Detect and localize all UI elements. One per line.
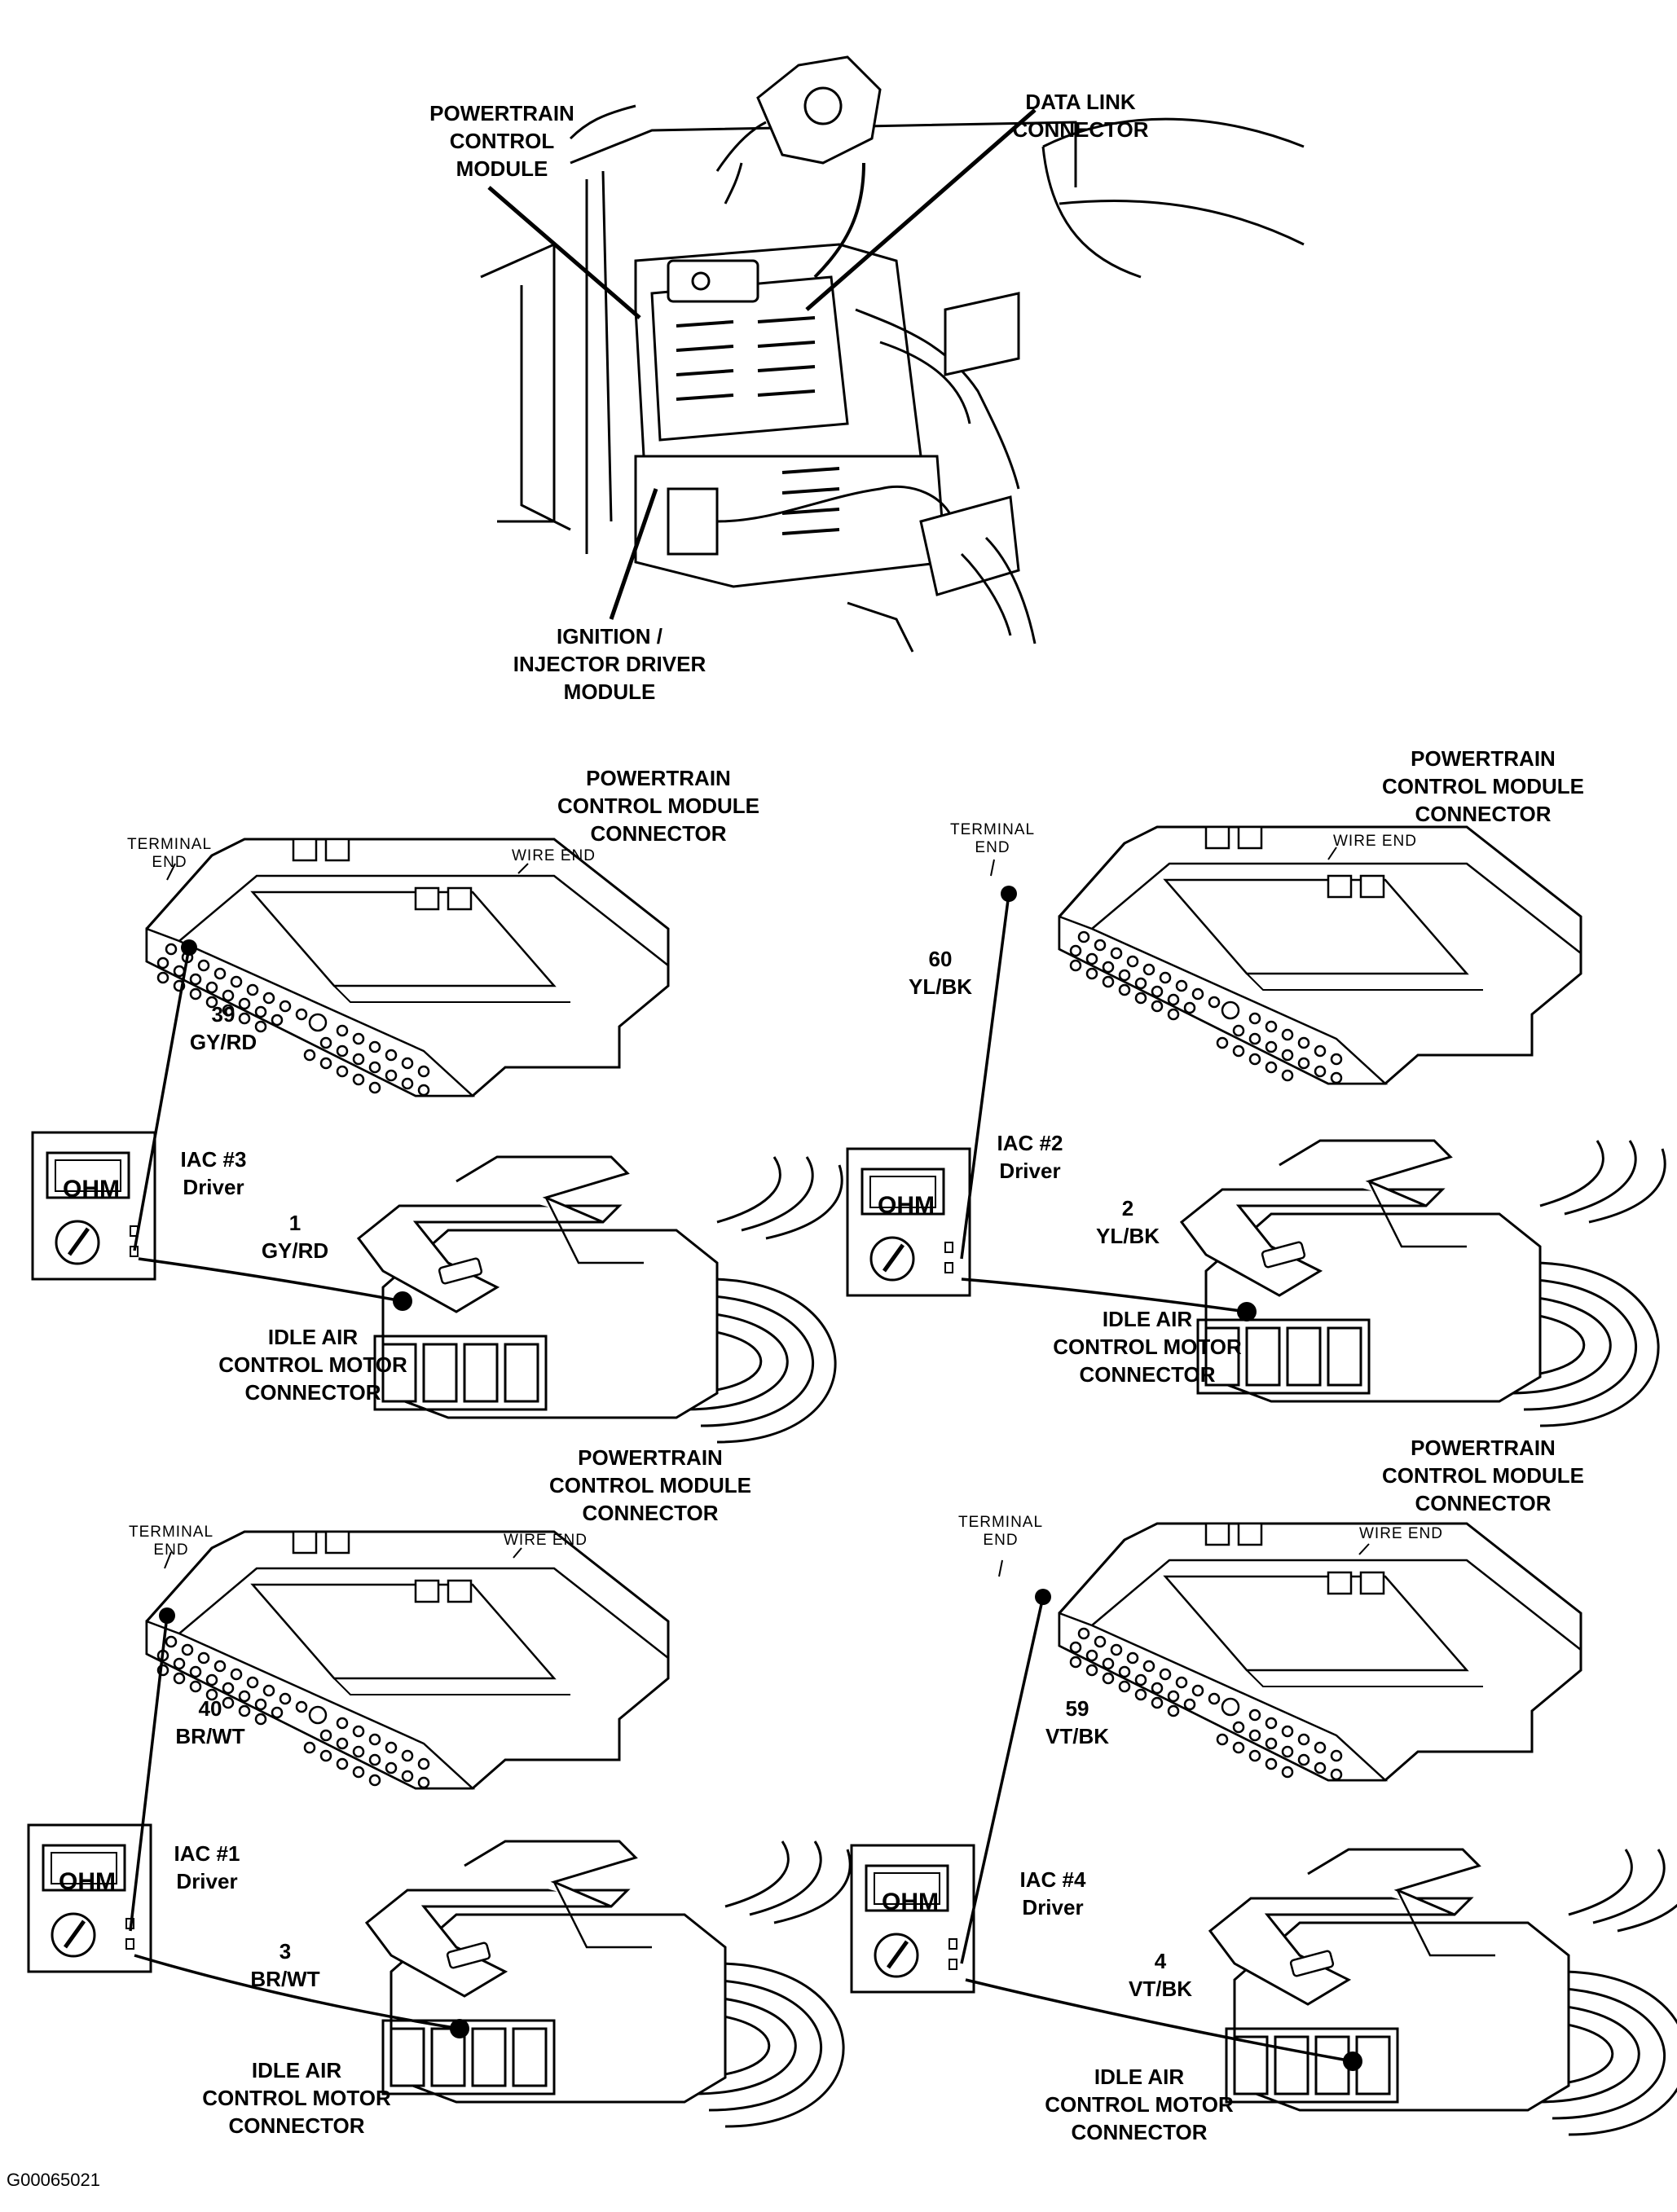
panel-1-meter-display: OHM xyxy=(63,1176,120,1203)
panel-4-meter-display: OHM xyxy=(882,1889,939,1915)
panel-3-driver-label: IAC #1 Driver xyxy=(174,1841,240,1893)
panel-2-pcm-pin-label: 60 YL/BK xyxy=(909,947,972,999)
panel-3-terminal-end-label: TERMINAL END xyxy=(128,1524,214,1559)
panel-2-pcm-connector-label: POWERTRAIN CONTROL MODULE CONNECTOR xyxy=(1382,746,1584,826)
panel-3-meter-display: OHM xyxy=(59,1868,116,1895)
panel-2-driver-label: IAC #2 Driver xyxy=(997,1131,1063,1183)
data-link-connector-label: DATA LINK CONNECTOR xyxy=(1012,90,1149,142)
panel-1-pcm-pin-label: 39 GY/RD xyxy=(189,1002,257,1054)
panel-3-iac-pin-label: 3 BR/WT xyxy=(250,1939,320,1991)
panel-3-pcm-pin-label: 40 BR/WT xyxy=(175,1696,245,1748)
panel-3-wire-end-label: WIRE END xyxy=(504,1532,588,1549)
panel-2-terminal-end-label: TERMINAL END xyxy=(949,821,1036,856)
panel-2-meter-display: OHM xyxy=(878,1192,935,1219)
panel-4-artwork xyxy=(852,1522,1677,2136)
panel-3-artwork xyxy=(29,1530,852,2128)
panel-1-pcm-connector-label: POWERTRAIN CONTROL MODULE CONNECTOR xyxy=(557,766,759,846)
panel-2-wire-end-label: WIRE END xyxy=(1333,833,1417,850)
panel-4-driver-label: IAC #4 Driver xyxy=(1019,1867,1086,1920)
panel-1-terminal-end-label: TERMINAL END xyxy=(126,836,213,871)
panel-4-terminal-end-label: TERMINAL END xyxy=(957,1514,1044,1549)
panel-4-pcm-pin-label: 59 VT/BK xyxy=(1045,1696,1109,1748)
panel-1-artwork xyxy=(33,838,843,1444)
panel-1-iac-pin-label: 1 GY/RD xyxy=(261,1211,329,1263)
figure-id: G00065021 xyxy=(7,2170,100,2190)
engine-compartment-illustration xyxy=(480,55,1305,653)
panel-2-iac-pin-label: 2 YL/BK xyxy=(1096,1196,1160,1248)
pcm-label: POWERTRAIN CONTROL MODULE xyxy=(429,101,574,181)
panel-4-iac-connector-label: IDLE AIR CONTROL MOTOR CONNECTOR xyxy=(1045,2065,1234,2144)
ignition-module-label: IGNITION / INJECTOR DRIVER MODULE xyxy=(513,624,706,704)
panel-4-pcm-connector-label: POWERTRAIN CONTROL MODULE CONNECTOR xyxy=(1382,1436,1584,1515)
panel-1-driver-label: IAC #3 Driver xyxy=(180,1147,247,1199)
panel-3-iac-connector-label: IDLE AIR CONTROL MOTOR CONNECTOR xyxy=(202,2058,391,2138)
panel-2-artwork xyxy=(847,825,1666,1427)
panel-4-iac-pin-label: 4 VT/BK xyxy=(1129,1949,1192,2001)
panel-1-iac-connector-label: IDLE AIR CONTROL MOTOR CONNECTOR xyxy=(218,1325,407,1405)
panel-1-wire-end-label: WIRE END xyxy=(512,847,596,864)
top-leader-lines xyxy=(487,108,1037,620)
panel-3-pcm-connector-label: POWERTRAIN CONTROL MODULE CONNECTOR xyxy=(549,1445,751,1525)
panel-4-wire-end-label: WIRE END xyxy=(1359,1525,1443,1542)
panel-2-iac-connector-label: IDLE AIR CONTROL MOTOR CONNECTOR xyxy=(1053,1307,1242,1387)
